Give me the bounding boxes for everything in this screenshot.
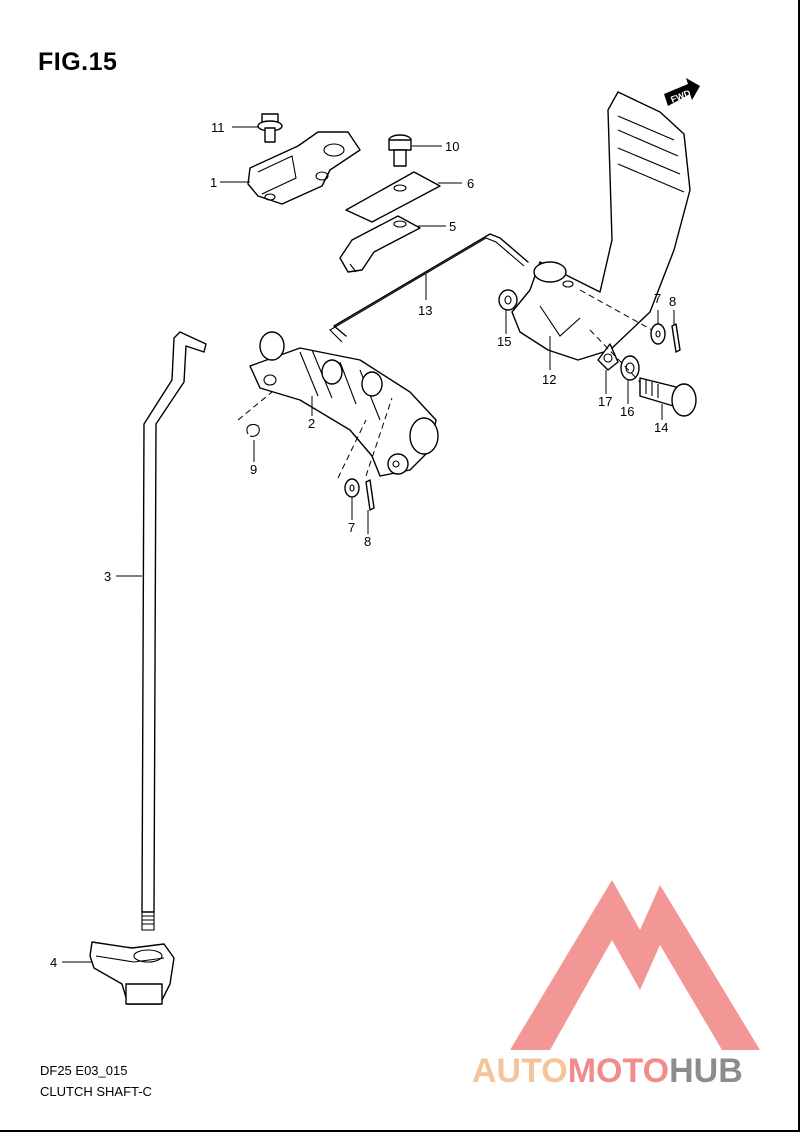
part-8-pin-right bbox=[671, 323, 681, 353]
callout-6: 6 bbox=[467, 176, 474, 191]
part-15-washer bbox=[498, 289, 518, 311]
callout-4: 4 bbox=[50, 955, 57, 970]
part-8-pin-lower bbox=[365, 479, 375, 511]
callout-13: 13 bbox=[418, 303, 432, 318]
callout-14: 14 bbox=[654, 420, 668, 435]
part-6-plate bbox=[345, 171, 441, 223]
fwd-label: FWD bbox=[669, 88, 692, 105]
watermark-moto: MOTO bbox=[568, 1052, 669, 1090]
part-12-pedal bbox=[511, 91, 691, 361]
part-2-shaft-assembly bbox=[249, 331, 439, 477]
part-9-clip bbox=[246, 423, 260, 437]
diagram-name: CLUTCH SHAFT-C bbox=[40, 1084, 152, 1099]
callout-3: 3 bbox=[104, 569, 111, 584]
callout-11: 11 bbox=[211, 120, 225, 135]
callout-5: 5 bbox=[449, 219, 456, 234]
callout-17: 17 bbox=[598, 394, 612, 409]
callout-1: 1 bbox=[210, 175, 217, 190]
part-4-clip bbox=[89, 941, 175, 1005]
callout-7-lower: 7 bbox=[348, 520, 355, 535]
part-3-rod bbox=[141, 331, 207, 931]
part-5-plate bbox=[339, 215, 421, 273]
callout-16: 16 bbox=[620, 404, 634, 419]
watermark-hub: HUB bbox=[669, 1052, 743, 1090]
watermark-auto: AUTO bbox=[472, 1052, 568, 1090]
watermark-logo bbox=[510, 880, 760, 1050]
part-10-bolt bbox=[388, 134, 412, 167]
callout-7-right: 7 bbox=[654, 291, 661, 306]
callout-10: 10 bbox=[445, 139, 459, 154]
part-17-collar bbox=[597, 343, 619, 371]
callout-8-right: 8 bbox=[669, 294, 676, 309]
callout-12: 12 bbox=[542, 372, 556, 387]
part-1-bracket bbox=[247, 131, 361, 205]
diagram-code: DF25 E03_015 bbox=[40, 1063, 128, 1078]
figure-title: FIG.15 bbox=[38, 48, 118, 76]
watermark-text: AUTOMOTOHUB bbox=[472, 1052, 743, 1090]
part-11-bolt bbox=[257, 113, 283, 143]
part-16-washer bbox=[620, 355, 640, 381]
callout-8-lower: 8 bbox=[364, 534, 371, 549]
part-7-washer-lower bbox=[344, 478, 360, 498]
callout-15: 15 bbox=[497, 334, 511, 349]
callout-2: 2 bbox=[308, 416, 315, 431]
part-13-rod bbox=[329, 233, 529, 343]
part-7-washer-right bbox=[650, 323, 666, 345]
part-14-bolt bbox=[639, 377, 697, 417]
fwd-arrow-icon: FWD bbox=[664, 78, 700, 106]
callout-9: 9 bbox=[250, 462, 257, 477]
